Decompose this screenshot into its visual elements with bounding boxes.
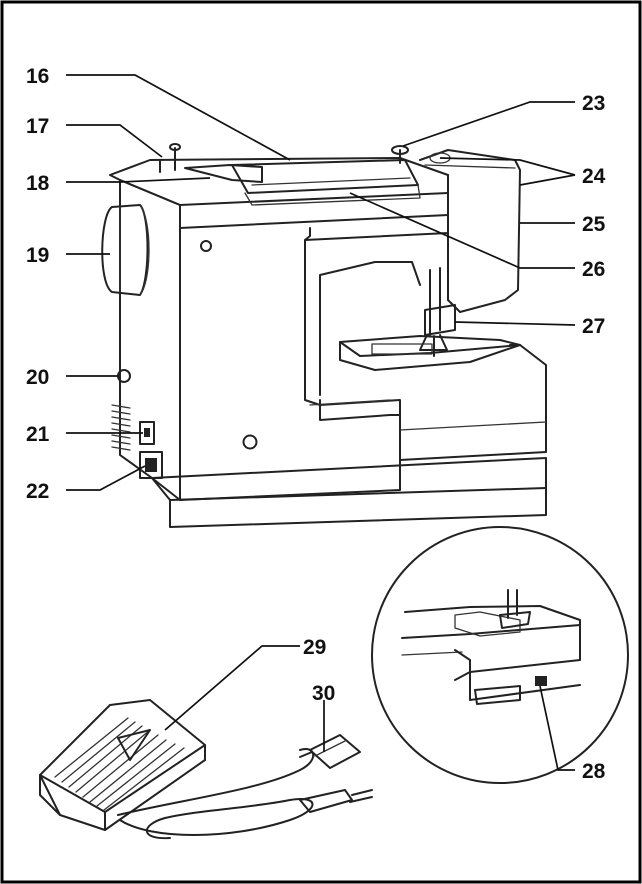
leader-23	[402, 101, 575, 147]
leader-16	[66, 74, 291, 161]
label-28: 28	[582, 760, 606, 783]
label-27: 27	[582, 315, 605, 338]
label-18: 18	[26, 172, 50, 195]
label-17: 17	[26, 115, 49, 138]
power-cord	[117, 734, 373, 840]
label-25: 25	[582, 213, 606, 236]
label-24: 24	[582, 165, 606, 188]
part-labels: 16 17 18 19 20 21 22 23 24 25 26 27 28 2…	[26, 65, 606, 783]
leader-lines	[66, 74, 576, 771]
leader-22	[66, 465, 146, 491]
vent-grille	[111, 404, 131, 451]
leader-27	[454, 321, 576, 326]
label-23: 23	[582, 92, 605, 115]
label-20: 20	[26, 366, 49, 389]
detail-magnifier	[371, 526, 629, 784]
leader-29	[164, 645, 300, 731]
label-29: 29	[303, 636, 326, 659]
leader-24a	[439, 157, 576, 176]
leader-24b	[519, 174, 576, 186]
pedal-ridges	[54, 717, 185, 811]
label-30: 30	[312, 682, 335, 705]
label-19: 19	[26, 244, 49, 267]
leader-18	[66, 177, 211, 183]
label-21: 21	[26, 423, 50, 446]
leader-17	[66, 124, 163, 158]
label-26: 26	[582, 258, 605, 281]
sewing-machine-illustration	[101, 143, 547, 528]
label-22: 22	[26, 480, 49, 503]
label-16: 16	[26, 65, 49, 88]
foot-pedal	[39, 699, 206, 831]
hand-wheel	[101, 204, 150, 296]
leader-28	[539, 685, 575, 771]
leader-26	[349, 192, 575, 269]
